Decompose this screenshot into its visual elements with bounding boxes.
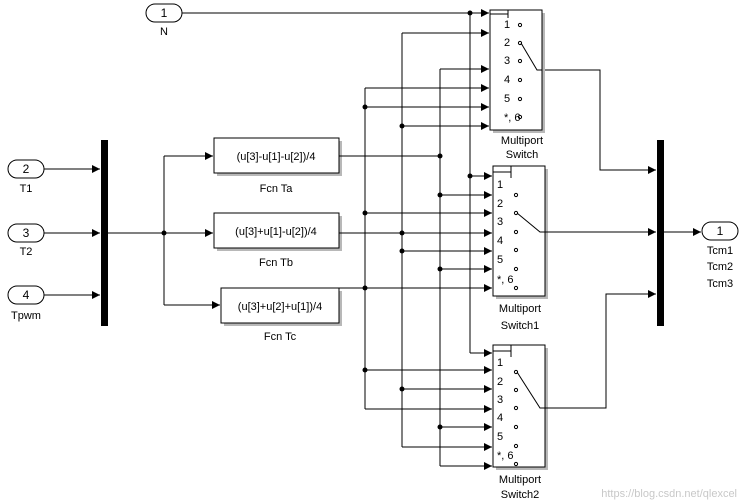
signal-wires [44, 9, 701, 470]
inport-label: T2 [20, 246, 33, 258]
inport-label: N [160, 26, 168, 38]
switch-name: Multiport [499, 303, 541, 315]
switch-port-label: 3 [504, 55, 510, 67]
outport-label: Tcm2 [707, 261, 733, 273]
fcn-name: Fcn Tb [259, 257, 293, 269]
switch-port-label: 3 [497, 394, 503, 406]
inport-t2[interactable]: 3 T2 [7, 223, 45, 258]
multiport-switch-1-block[interactable]: 1 2 3 4 5 *, 6 Multiport Switch1 [492, 165, 548, 332]
watermark: https://blog.csdn.net/qlexcel [601, 488, 737, 500]
junction-dots [161, 10, 473, 430]
switch-port-label: 5 [504, 93, 510, 105]
switch-name: Switch [506, 149, 538, 161]
switch-name: Switch2 [501, 489, 540, 501]
switch-port-label: *, 6 [497, 274, 514, 286]
inport-tpwm[interactable]: 4 Tpwm [7, 285, 45, 322]
inport-number: 2 [23, 162, 30, 176]
fcn-tc-block[interactable]: (u[3]+u[2]+u[1])/4 Fcn Tc [220, 287, 342, 343]
outport-label: Tcm1 [707, 245, 733, 257]
outport-tcm[interactable]: 1 Tcm1 Tcm2 Tcm3 [701, 221, 739, 290]
switch-name: Multiport [501, 135, 543, 147]
switch-port-label: *, 6 [497, 450, 514, 462]
fcn-expression: (u[3]-u[1]-u[2])/4 [237, 151, 316, 163]
inport-label: T1 [20, 183, 33, 195]
multiport-switch-block[interactable]: 1 2 3 4 5 *, 6 Multiport Switch [489, 9, 545, 161]
outport-number: 1 [717, 224, 724, 238]
switch-port-label: 1 [497, 357, 503, 369]
inport-number: 1 [161, 6, 168, 20]
switch-port-label: 5 [497, 254, 503, 266]
switch-port-label: 5 [497, 431, 503, 443]
inport-number: 4 [23, 288, 30, 302]
switch-name: Switch1 [501, 320, 540, 332]
fcn-tb-block[interactable]: (u[3]+u[1]-u[2])/4 Fcn Tb [213, 212, 342, 269]
fcn-name: Fcn Ta [260, 183, 294, 195]
fcn-expression: (u[3]+u[2]+u[1])/4 [238, 301, 322, 313]
switch-port-label: 4 [504, 74, 510, 86]
inport-t1[interactable]: 2 T1 [7, 159, 45, 195]
switch-port-label: 2 [504, 37, 510, 49]
fcn-ta-block[interactable]: (u[3]-u[1]-u[2])/4 Fcn Ta [213, 137, 342, 195]
multiport-switch-2-block[interactable]: 1 2 3 4 5 *, 6 Multiport Switch2 [492, 344, 548, 501]
switch-port-label: 1 [497, 179, 503, 191]
switch-port-label: 3 [497, 216, 503, 228]
switch-port-label: 1 [504, 19, 510, 31]
fcn-expression: (u[3]+u[1]-u[2])/4 [235, 226, 317, 238]
inport-n[interactable]: 1 N [145, 3, 183, 38]
output-mux-block[interactable] [657, 140, 664, 326]
switch-port-label: 2 [497, 376, 503, 388]
switch-port-label: 4 [497, 412, 503, 424]
inport-label: Tpwm [11, 310, 41, 322]
outport-label: Tcm3 [707, 278, 733, 290]
fcn-name: Fcn Tc [264, 331, 297, 343]
mux-block[interactable] [101, 140, 108, 326]
switch-name: Multiport [499, 474, 541, 486]
switch-port-label: 2 [497, 198, 503, 210]
switch-port-label: *, 6 [504, 112, 521, 124]
inport-number: 3 [23, 226, 30, 240]
switch-port-label: 4 [497, 235, 503, 247]
